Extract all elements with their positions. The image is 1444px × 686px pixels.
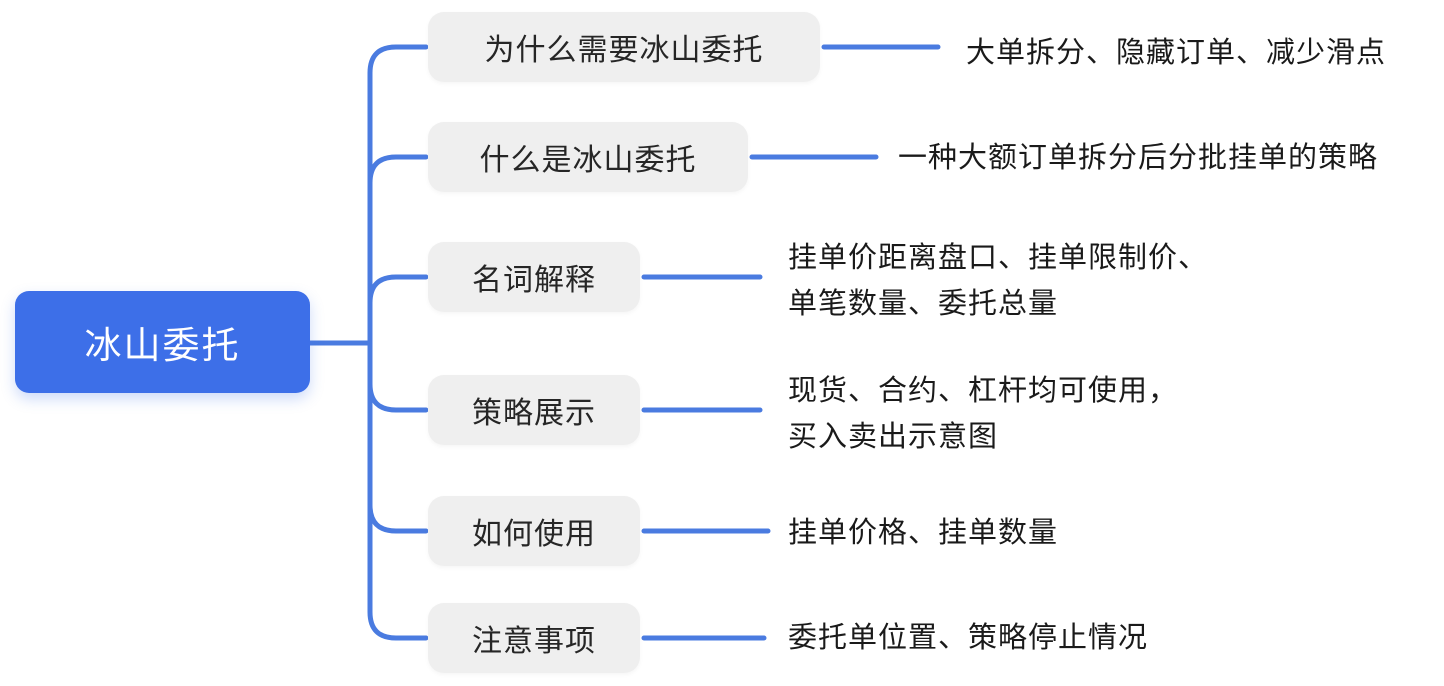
leaf-line: 现货、合约、杠杆均可使用， [788, 375, 1179, 407]
leaf-text-notes[interactable]: 委托单位置、策略停止情况 [788, 615, 1148, 661]
branch-5-connector [367, 340, 429, 534]
branch-node-notes[interactable]: 注意事项 [428, 603, 640, 673]
branch-node-label: 如何使用 [472, 518, 596, 551]
branch-node-label: 为什么需要冰山委托 [484, 34, 764, 67]
leaf-text-strategy-demo[interactable]: 现货、合约、杠杆均可使用， 买入卖出示意图 [788, 368, 1178, 460]
root-node-label: 冰山委托 [84, 325, 241, 366]
leaf-text-glossary[interactable]: 挂单价距离盘口、挂单限制价、 单笔数量、委托总量 [788, 235, 1208, 327]
leaf-line: 一种大额订单拆分后分批挂单的策略 [898, 142, 1379, 174]
leaf-line: 委托单位置、策略停止情况 [788, 622, 1149, 654]
branch-2-connector [367, 154, 429, 346]
leaf-line: 挂单价格、挂单数量 [788, 517, 1059, 549]
branch-6-connector [367, 340, 429, 641]
branch-node-label: 策略展示 [472, 397, 596, 430]
branch-node-label: 名词解释 [472, 264, 596, 297]
branch-node-strategy-demo[interactable]: 策略展示 [428, 375, 640, 445]
leaf-line: 买入卖出示意图 [788, 421, 999, 453]
leaf-text-why-iceberg[interactable]: 大单拆分、隐藏订单、减少滑点 [966, 30, 1386, 76]
branch-node-what-is-iceberg[interactable]: 什么是冰山委托 [428, 122, 748, 192]
branch-node-label: 注意事项 [472, 625, 596, 658]
branch-node-label: 什么是冰山委托 [479, 144, 697, 177]
branch-1-connector [367, 44, 429, 346]
root-node[interactable]: 冰山委托 [15, 291, 310, 393]
leaf-text-how-to-use[interactable]: 挂单价格、挂单数量 [788, 510, 1058, 556]
branch-node-why-iceberg[interactable]: 为什么需要冰山委托 [428, 12, 820, 82]
branch-node-glossary[interactable]: 名词解释 [428, 242, 640, 312]
branch-4-connector [367, 340, 429, 413]
leaf-line: 单笔数量、委托总量 [788, 288, 1059, 320]
leaf-line: 大单拆分、隐藏订单、减少滑点 [966, 37, 1387, 69]
branch-3-connector [367, 274, 429, 346]
leaf-line: 挂单价距离盘口、挂单限制价、 [788, 242, 1209, 274]
branch-node-how-to-use[interactable]: 如何使用 [428, 496, 640, 566]
leaf-text-what-is-iceberg[interactable]: 一种大额订单拆分后分批挂单的策略 [898, 135, 1378, 181]
